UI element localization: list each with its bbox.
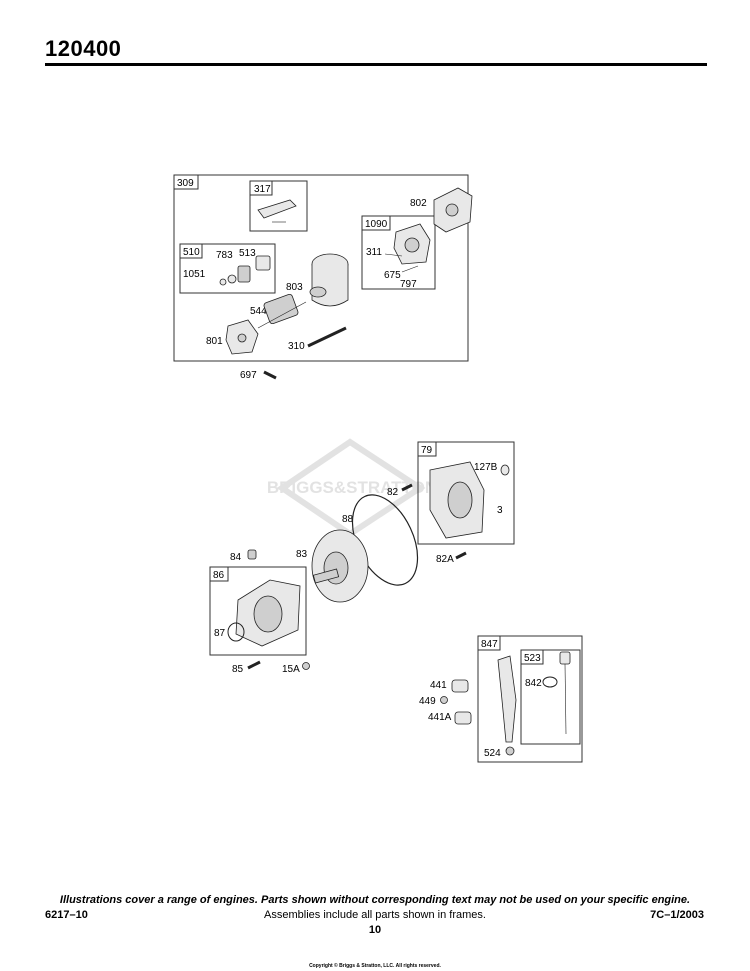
watermark-text: BRIGGS&STRATTON [267,478,437,497]
label-87: 87 [214,628,226,639]
label-84: 84 [230,552,242,563]
frame-label-309: 309 [177,178,194,189]
label-801: 801 [206,336,223,347]
label-310: 310 [288,341,305,352]
title-rule [45,63,707,66]
label-797: 797 [400,279,417,290]
frame-label-847: 847 [481,639,498,650]
frame-523 [520,649,581,745]
label-544: 544 [250,306,267,317]
label-449: 449 [419,696,436,707]
label-524: 524 [484,748,501,759]
label-697: 697 [240,370,257,381]
label-88: 88 [342,514,354,525]
label-842: 842 [525,678,542,689]
frame-510 [179,243,276,294]
frame-86 [209,566,307,656]
frame-label-523: 523 [524,653,541,664]
label-83: 83 [296,549,308,560]
page-title: 120400 [45,36,122,61]
label-3: 3 [497,505,503,516]
label-1051: 1051 [183,269,206,280]
copyright: Copyright © Briggs & Stratton, LLC. All … [309,963,441,969]
frame-1090 [361,215,436,290]
label-15A: 15A [282,664,300,675]
page-number: 10 [368,924,382,936]
label-441: 441 [430,680,447,691]
label-311: 311 [366,247,382,258]
label-127B: 127B [474,462,498,473]
frame-label-79: 79 [421,445,433,456]
label-783: 783 [216,250,233,261]
brush-plate-part [257,199,297,219]
frame-label-510: 510 [183,247,200,258]
frame-label-1090: 1090 [365,219,388,230]
label-803: 803 [286,282,303,293]
label-82A: 82A [436,554,454,565]
label-675: 675 [384,270,401,281]
footer-revision: 7C–1/2003 [650,909,704,921]
label-441A: 441A [428,712,452,723]
frame-label-86: 86 [213,570,225,581]
label-802: 802 [410,198,427,209]
footer-note: Illustrations cover a range of engines. … [59,894,691,906]
label-82: 82 [387,487,399,498]
frame-label-317: 317 [254,184,271,195]
label-85: 85 [232,664,244,675]
footer-assemblies-note: Assemblies include all parts shown in fr… [264,909,486,921]
dipstick-tube-part [497,655,517,743]
watermark: BRIGGS&STRATTON [267,438,437,538]
frame-847 [477,635,583,763]
frame-317 [249,180,308,232]
frame-79 [417,441,515,545]
label-513: 513 [239,248,256,259]
footer-doc-number: 6217–10 [45,909,88,921]
frame-309 [173,174,469,362]
